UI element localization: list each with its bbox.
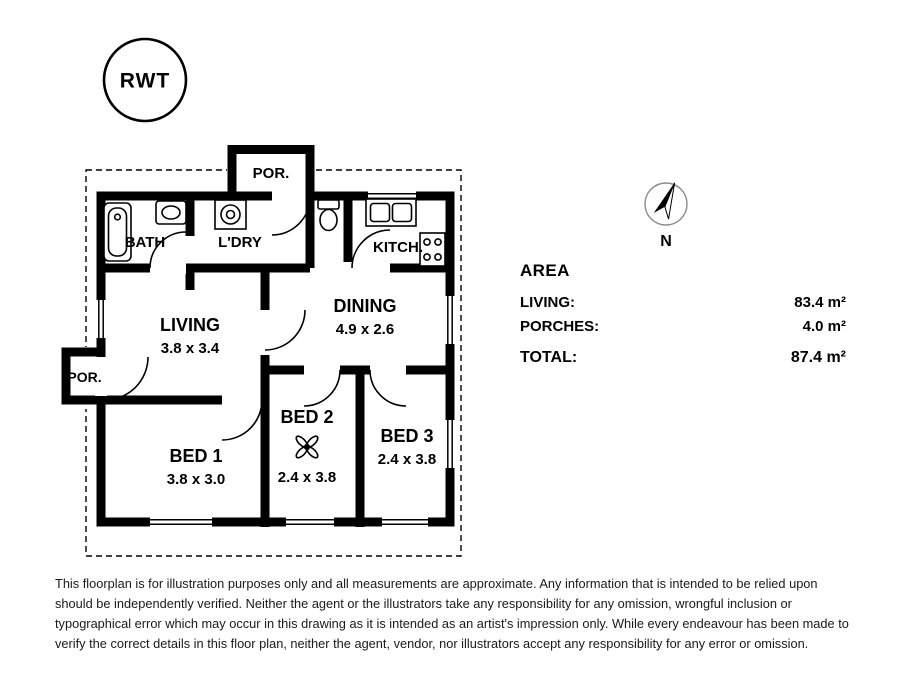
room-dims-living: 3.8 x 3.4 — [161, 340, 220, 357]
porch-top-label: POR. — [253, 165, 290, 182]
area-summary: AREA LIVING: 83.4 m² PORCHES: 4.0 m² TOT… — [520, 261, 846, 367]
disclaimer-text: This floorplan is for illustration purpo… — [55, 576, 849, 651]
rwt-logo-label: RWT — [120, 70, 170, 93]
room-label-bed1: BED 1 — [169, 446, 222, 466]
room-labels: POR. POR. BATH L'DRY KITCH. LIVING 3.8 x… — [67, 165, 436, 488]
kitchen-door-arc — [351, 229, 391, 269]
door-openings — [95, 190, 386, 396]
area-living-value: 83.4 m² — [794, 294, 846, 311]
porch-left-walls — [61, 347, 105, 405]
porch-top-walls — [227, 145, 315, 201]
area-porches-label: PORCHES: — [520, 318, 600, 335]
room-dims-bed2: 2.4 x 3.8 — [278, 469, 336, 486]
living-dining-door-arc — [264, 309, 306, 351]
porch-left-door-arc — [104, 356, 149, 401]
windows — [96, 191, 455, 527]
compass-circle — [644, 182, 688, 226]
washing-machine-icon — [214, 199, 247, 230]
porch-left-label: POR. — [67, 369, 101, 385]
bed3-door-arc — [369, 369, 407, 407]
basin-icon — [155, 200, 187, 225]
bed2-door-arc — [303, 369, 341, 407]
double-sink-icon — [365, 198, 417, 227]
area-porches-value: 4.0 m² — [802, 318, 846, 335]
room-label-living: LIVING — [160, 315, 220, 335]
north-compass-icon: N — [644, 182, 688, 250]
area-total-label: TOTAL: — [520, 349, 578, 366]
rwt-logo: RWT — [102, 37, 188, 123]
bathtub-icon — [103, 202, 132, 262]
area-row-living: LIVING: 83.4 m² — [520, 294, 846, 312]
area-living-label: LIVING: — [520, 294, 575, 311]
room-dims-bed1: 3.8 x 3.0 — [167, 471, 225, 488]
room-label-bed3: BED 3 — [380, 426, 433, 446]
door-arcs — [104, 196, 407, 441]
bed1-door-arc — [221, 399, 263, 441]
area-row-porches: PORCHES: 4.0 m² — [520, 318, 846, 336]
room-label-bed2: BED 2 — [280, 407, 333, 427]
entry-door-arc — [271, 196, 311, 236]
bath-door-arc — [149, 231, 187, 269]
room-label-bath: BATH — [125, 234, 166, 251]
compass-north-label: N — [660, 233, 672, 250]
room-label-kitchen: KITCH. — [373, 239, 423, 256]
room-dims-dining: 4.9 x 2.6 — [336, 321, 394, 338]
ceiling-fan-icon — [295, 435, 319, 459]
room-label-laundry: L'DRY — [218, 234, 262, 251]
stove-icon — [419, 232, 446, 267]
fixtures — [103, 198, 446, 459]
area-heading: AREA — [520, 261, 570, 280]
outer-walls — [96, 191, 455, 527]
room-dims-bed3: 2.4 x 3.8 — [378, 451, 436, 468]
toilet-icon — [317, 199, 340, 232]
room-label-dining: DINING — [334, 296, 397, 316]
rwt-logo-circle — [102, 37, 188, 123]
area-row-total: TOTAL: 87.4 m² — [520, 349, 846, 367]
interior-walls — [99, 197, 452, 527]
compass-needle — [653, 182, 676, 220]
area-total-value: 87.4 m² — [790, 349, 846, 366]
